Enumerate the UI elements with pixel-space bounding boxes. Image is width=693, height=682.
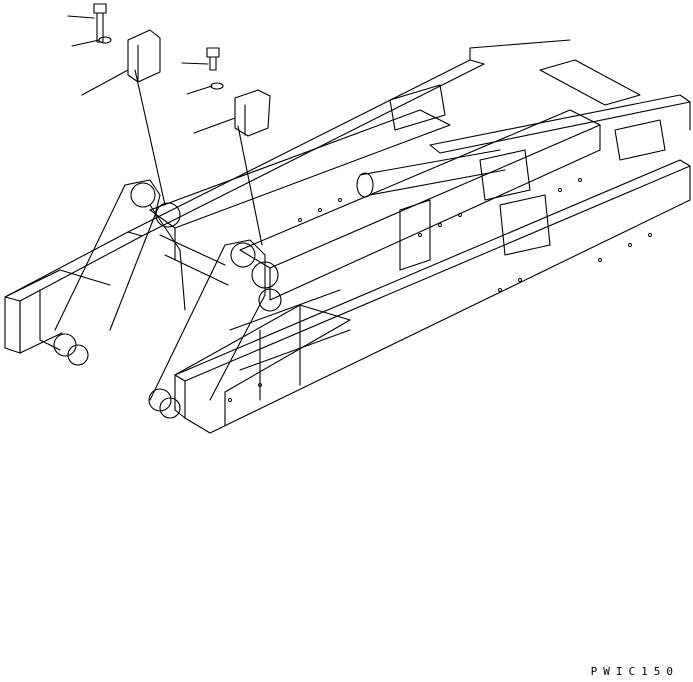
rear-rail <box>127 59 485 237</box>
washer-icon <box>98 36 112 44</box>
bracket-icon <box>234 89 271 137</box>
left-tower <box>54 179 161 331</box>
bolt-icon <box>93 3 107 14</box>
right-tower <box>149 239 266 401</box>
rivet-holes <box>228 178 652 402</box>
part-group-left <box>67 3 166 206</box>
main-frame <box>4 39 691 434</box>
bolt-icon <box>206 47 220 58</box>
boom-towers <box>53 179 282 419</box>
cross-tube <box>359 149 501 176</box>
washer-icon <box>210 82 224 90</box>
center-beam <box>149 109 451 229</box>
drawing-code: PWIC150 <box>590 665 679 678</box>
front-crossmember <box>174 304 351 393</box>
right-rear-rail <box>429 94 691 154</box>
part-group-right <box>181 47 271 246</box>
bracket-icon <box>127 29 161 83</box>
